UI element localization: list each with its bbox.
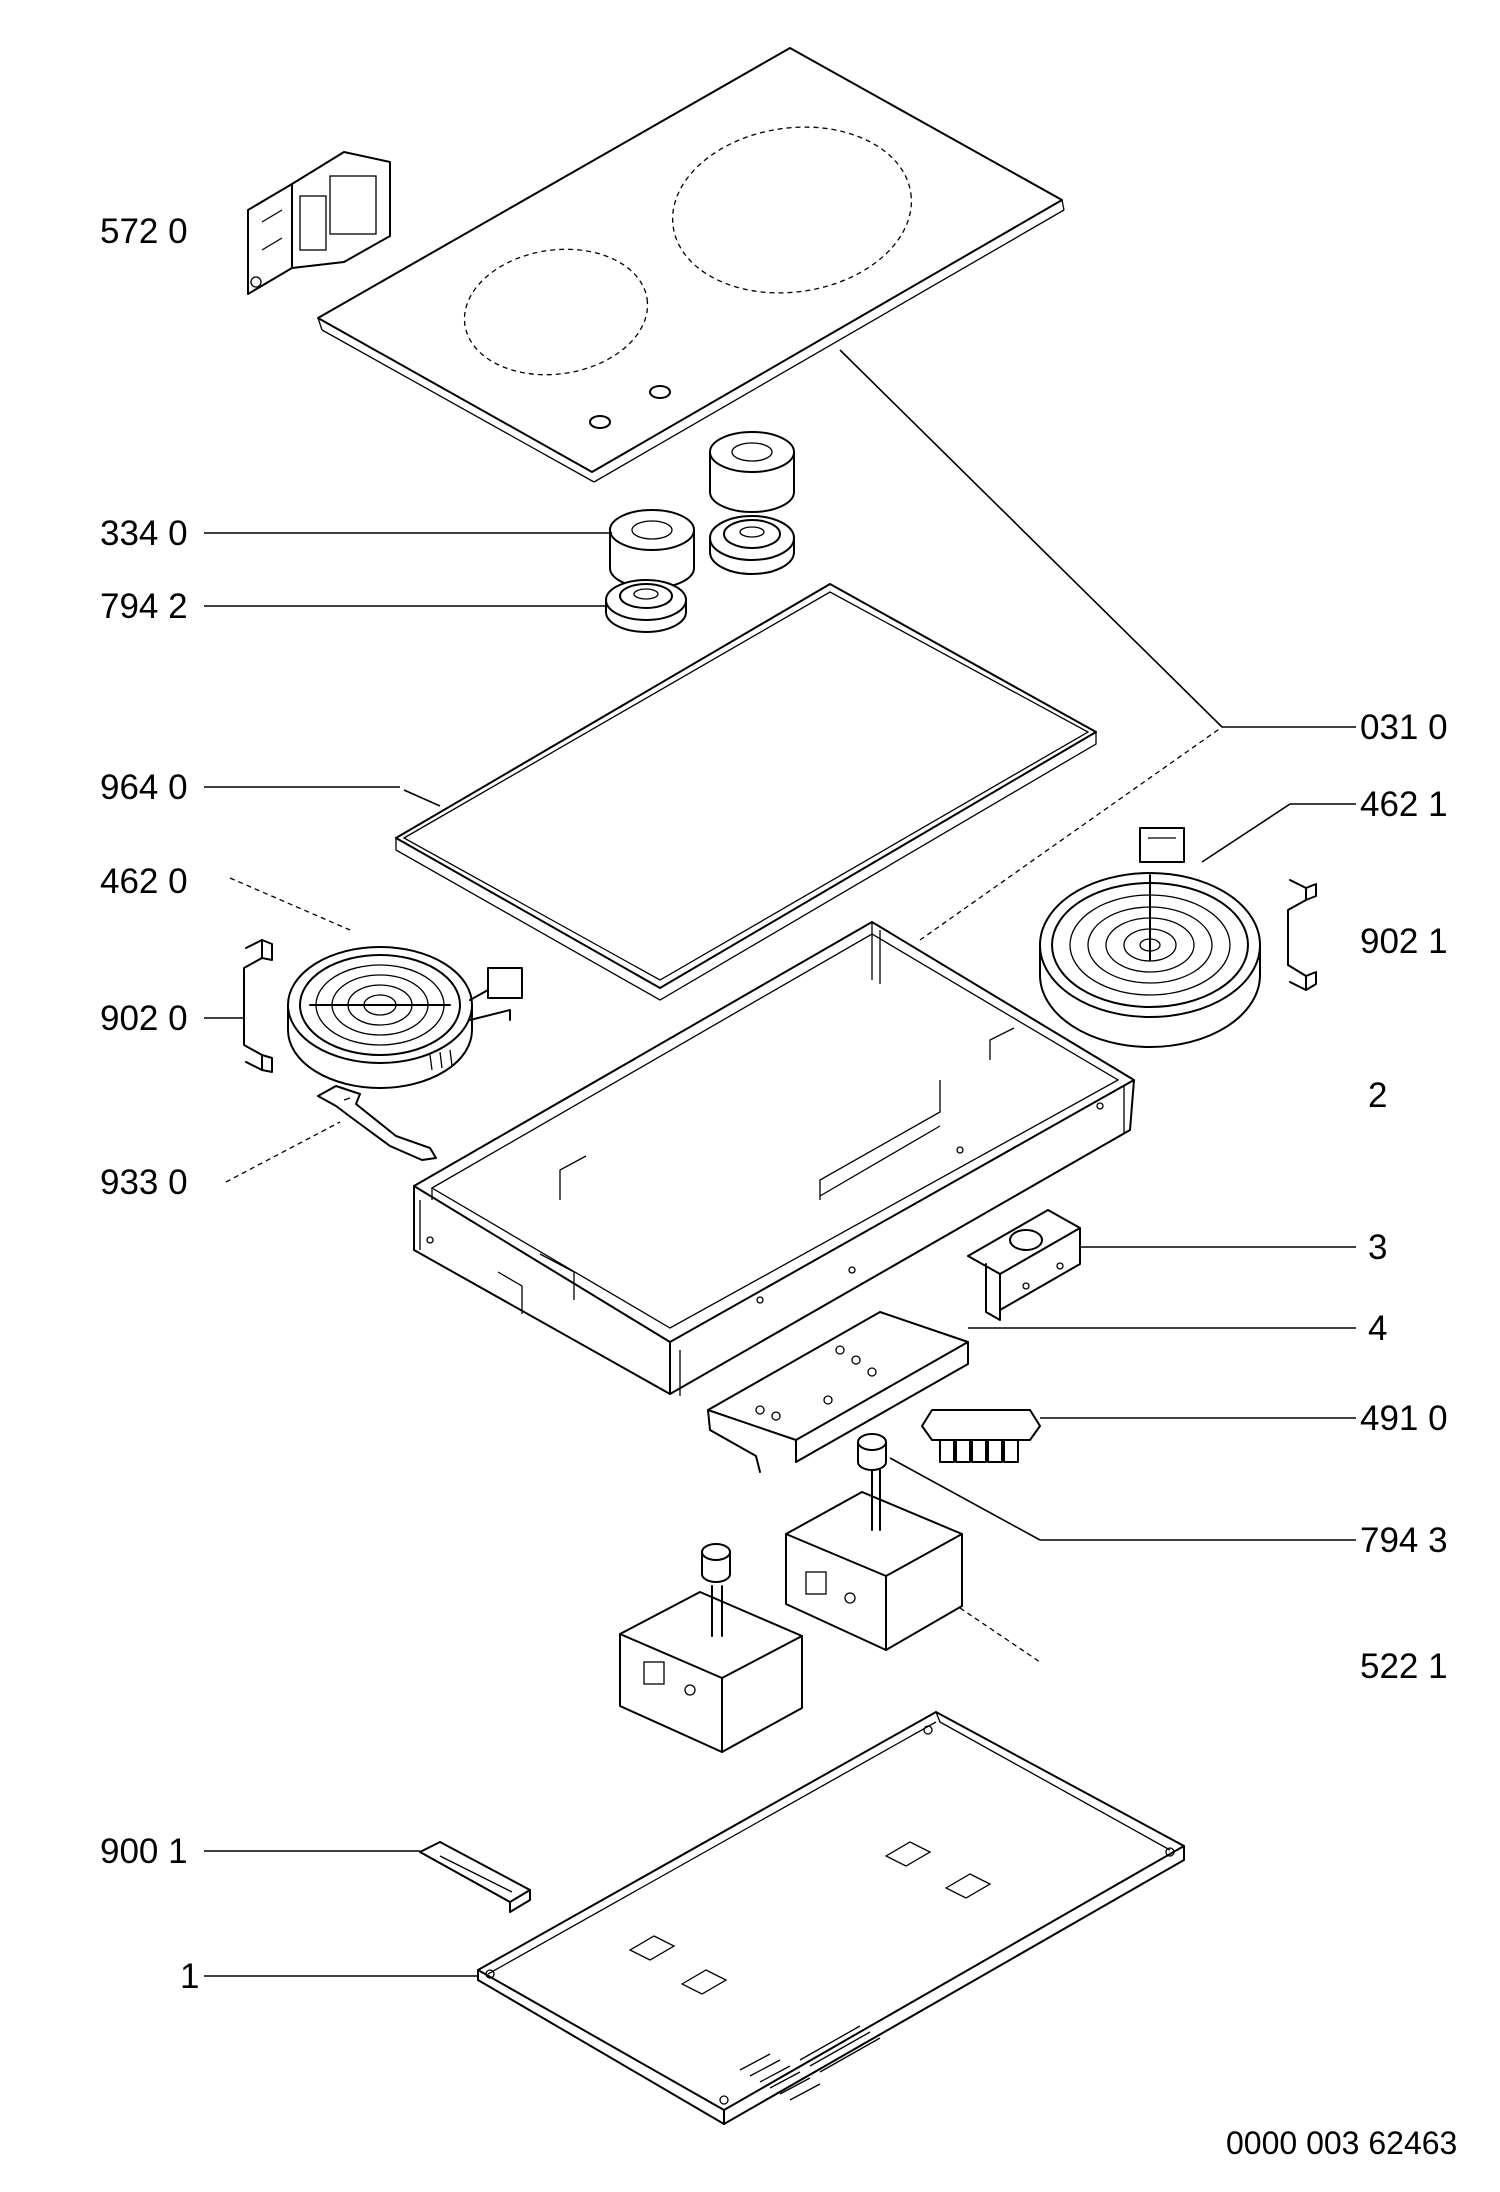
radiant-heater-left — [287, 946, 523, 1089]
label-572-0: 572 0 — [100, 212, 188, 251]
glass-cooktop — [317, 47, 1065, 483]
gasket-frame — [395, 583, 1097, 1001]
knob-adapter-794-3 — [857, 1433, 887, 1471]
label-964-0: 964 0 — [100, 768, 188, 807]
spring-clip-933 — [317, 1085, 437, 1161]
part-labels: 572 0 334 0 794 2 031 0 964 0 462 1 462 … — [100, 212, 1448, 1996]
label-2: 2 — [1368, 1076, 1387, 1115]
label-794-2: 794 2 — [100, 587, 188, 626]
knob-base-right — [709, 515, 795, 575]
energy-regulator-right — [785, 1469, 963, 1651]
energy-regulator-left — [619, 1543, 803, 1753]
label-4: 4 — [1368, 1309, 1387, 1348]
label-3: 3 — [1368, 1228, 1387, 1267]
housing-tray — [413, 921, 1135, 1396]
knob-base-left — [605, 579, 687, 633]
label-1: 1 — [180, 1957, 199, 1996]
label-522-1: 522 1 — [1360, 1647, 1448, 1686]
label-900-1: 900 1 — [100, 1832, 188, 1871]
control-knob-right — [709, 431, 795, 513]
bottom-plate — [477, 1711, 1185, 2125]
label-462-0: 462 0 — [100, 862, 188, 901]
label-933-0: 933 0 — [100, 1163, 188, 1202]
clip-902-0 — [243, 939, 273, 1073]
terminal-block — [921, 1409, 1041, 1463]
label-794-3: 794 3 — [1360, 1521, 1448, 1560]
label-462-1: 462 1 — [1360, 785, 1448, 824]
label-334-0: 334 0 — [100, 514, 188, 553]
radiant-heater-right — [1039, 827, 1261, 1048]
bracket-4 — [707, 1311, 969, 1473]
label-902-1: 902 1 — [1360, 922, 1448, 961]
bracket-572 — [247, 151, 391, 295]
connector-900-1 — [419, 1841, 531, 1913]
control-knob-left — [609, 509, 695, 589]
label-902-0: 902 0 — [100, 999, 188, 1038]
label-491-0: 491 0 — [1360, 1399, 1448, 1438]
clip-902-1 — [1287, 879, 1317, 991]
leader-lines — [204, 349, 1356, 1977]
bracket-3 — [967, 1209, 1081, 1321]
document-number: 0000 003 62463 — [1226, 2125, 1457, 2161]
label-031-0: 031 0 — [1360, 708, 1448, 747]
